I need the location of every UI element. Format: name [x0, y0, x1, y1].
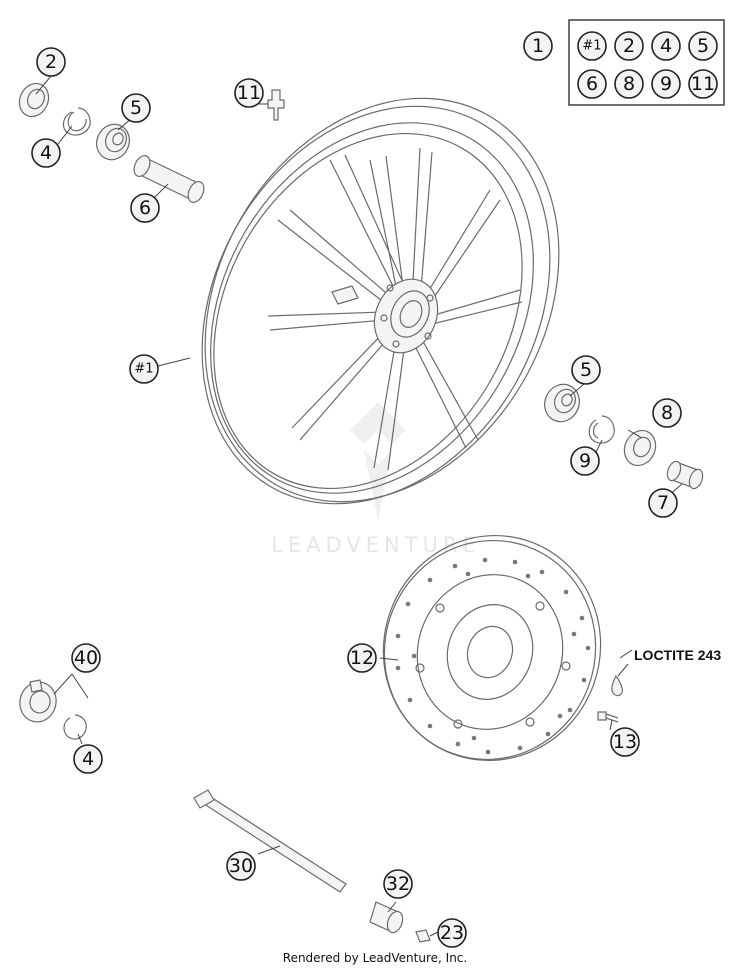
- kit-item-7[interactable]: 9: [651, 69, 681, 99]
- callout-13[interactable]: 13: [610, 727, 640, 757]
- valve-stem: [267, 89, 285, 121]
- svg-text:5: 5: [130, 97, 142, 119]
- kit-item-6[interactable]: 8: [614, 69, 644, 99]
- wheel-axle: [193, 789, 347, 893]
- callout-6[interactable]: 6: [130, 193, 160, 223]
- svg-text:9: 9: [660, 73, 672, 95]
- right-circlip: [588, 415, 615, 444]
- callout-5-left[interactable]: 5: [121, 93, 151, 123]
- svg-text:2: 2: [623, 35, 635, 57]
- watermark-text: LEADVENTURE: [271, 533, 481, 557]
- watermark: LEADVENTURE: [271, 402, 481, 557]
- speedo-drive: [19, 679, 57, 723]
- wheel-hub: [331, 278, 439, 354]
- callout-4-top[interactable]: 4: [31, 138, 61, 168]
- brake-disc: [382, 534, 602, 762]
- left-circlip: [62, 107, 91, 136]
- callout-1[interactable]: 1: [523, 31, 553, 61]
- svg-text:11: 11: [237, 82, 261, 104]
- svg-text:12: 12: [350, 647, 374, 669]
- svg-text:#1: #1: [582, 39, 601, 54]
- svg-text:40: 40: [74, 647, 98, 669]
- right-spacer: [666, 460, 704, 490]
- kit-item-2[interactable]: 2: [614, 31, 644, 61]
- distance-sleeve: [133, 155, 205, 203]
- svg-text:11: 11: [691, 73, 715, 95]
- kit-item-4[interactable]: 5: [688, 31, 718, 61]
- svg-text:1: 1: [532, 35, 544, 57]
- callout-8[interactable]: 8: [652, 398, 682, 428]
- speedo-circlip: [63, 714, 87, 740]
- right-shaft-seal: [623, 429, 657, 467]
- kit-item-8[interactable]: 11: [688, 69, 718, 99]
- svg-text:30: 30: [229, 855, 253, 877]
- callout-9[interactable]: 9: [570, 446, 600, 476]
- kit-item-1[interactable]: #1: [577, 31, 607, 61]
- callout-40[interactable]: 40: [71, 643, 101, 673]
- loctite-drop-icon: [611, 674, 623, 697]
- svg-text:4: 4: [660, 35, 672, 57]
- svg-text:5: 5: [580, 359, 592, 381]
- axle-nut: [415, 929, 431, 943]
- wheel-spokes: [267, 147, 523, 471]
- callout-12[interactable]: 12: [347, 643, 377, 673]
- callout-32[interactable]: 32: [383, 869, 413, 899]
- callout-wheel[interactable]: #1: [129, 354, 159, 384]
- svg-text:23: 23: [440, 922, 464, 944]
- svg-text:32: 32: [386, 873, 410, 895]
- svg-text:4: 4: [82, 748, 94, 770]
- svg-text:#1: #1: [134, 362, 153, 377]
- svg-text:6: 6: [139, 197, 151, 219]
- kit-item-3[interactable]: 4: [651, 31, 681, 61]
- svg-text:4: 4: [40, 142, 52, 164]
- callout-4-bottom[interactable]: 4: [73, 744, 103, 774]
- svg-text:8: 8: [661, 402, 673, 424]
- callout-7[interactable]: 7: [648, 488, 678, 518]
- svg-text:7: 7: [657, 492, 669, 514]
- svg-text:5: 5: [697, 35, 709, 57]
- right-bearing: [544, 383, 580, 423]
- svg-text:8: 8: [623, 73, 635, 95]
- wheel-rim: [201, 97, 560, 505]
- axle-spacer: [369, 901, 404, 934]
- disc-bolt: [597, 711, 619, 723]
- callout-5-right[interactable]: 5: [571, 355, 601, 385]
- kit-item-5[interactable]: 6: [577, 69, 607, 99]
- svg-text:9: 9: [579, 450, 591, 472]
- callout-30[interactable]: 30: [226, 851, 256, 881]
- footer-credit: Rendered by LeadVenture, Inc.: [282, 951, 468, 965]
- svg-text:6: 6: [586, 73, 598, 95]
- callout-2[interactable]: 2: [36, 47, 66, 77]
- left-shaft-seal: [18, 82, 50, 118]
- callout-23[interactable]: 23: [437, 918, 467, 948]
- svg-text:2: 2: [45, 51, 57, 73]
- left-bearing: [96, 123, 130, 161]
- loctite-label: LOCTITE 243: [619, 647, 721, 663]
- callout-11[interactable]: 11: [234, 78, 264, 108]
- svg-text:LOCTITE 243: LOCTITE 243: [634, 647, 721, 663]
- svg-text:13: 13: [613, 731, 637, 753]
